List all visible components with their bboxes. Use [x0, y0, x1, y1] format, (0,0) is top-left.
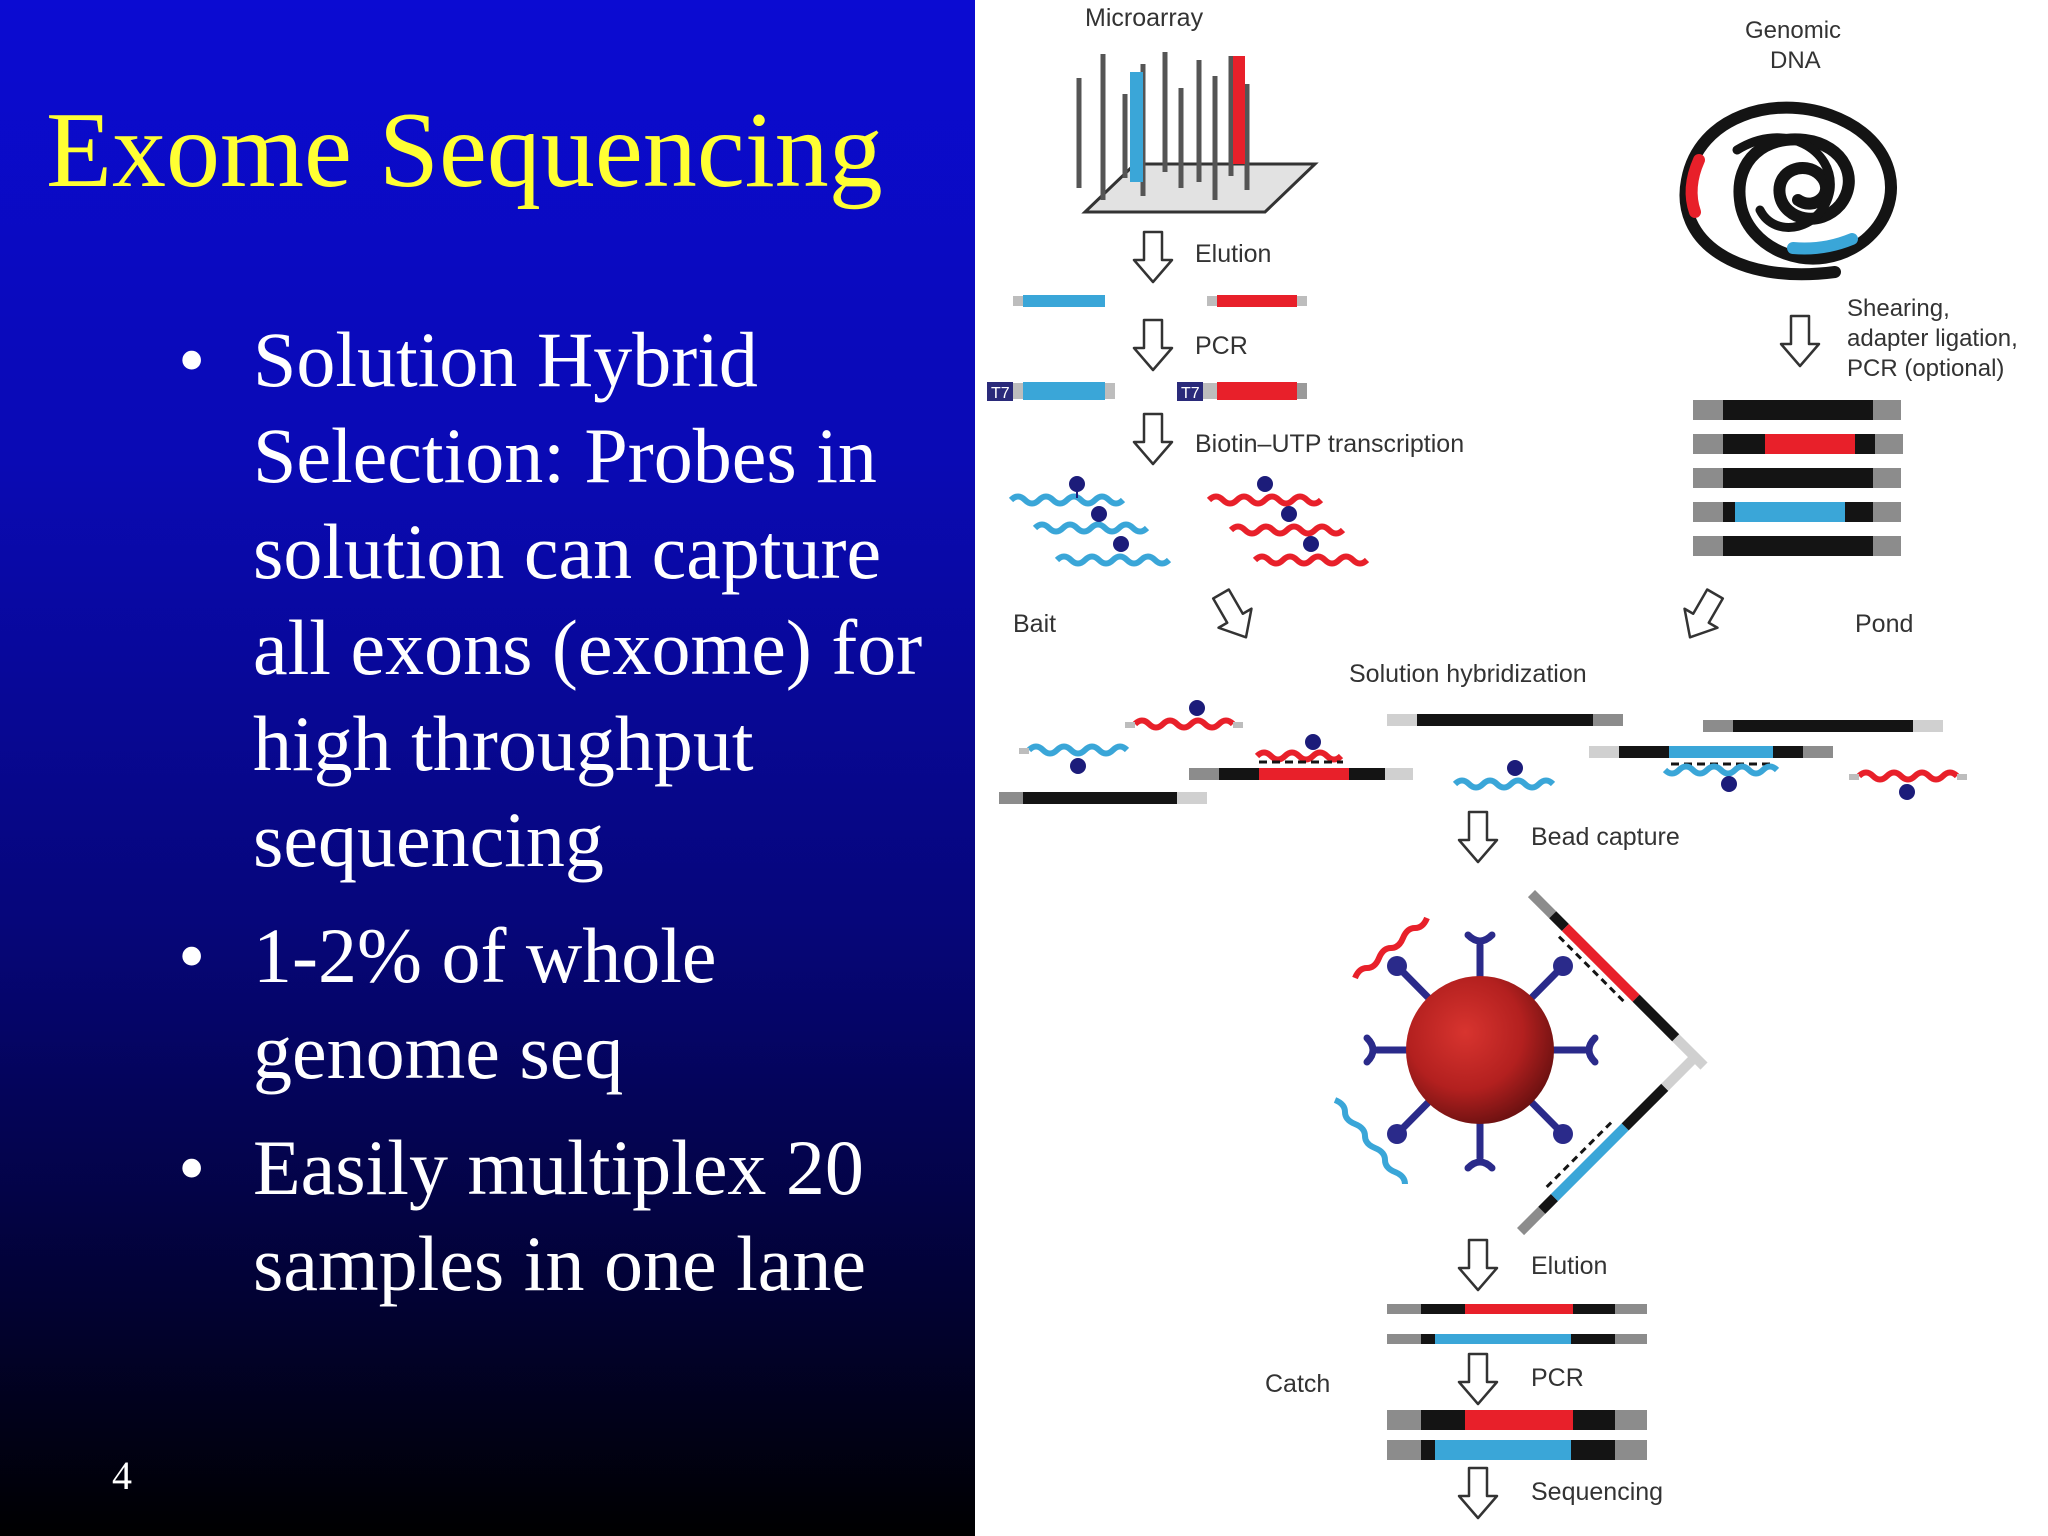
- arrow-pcr-bottom-icon: [1457, 1352, 1499, 1406]
- label-shearing-3: PCR (optional): [1847, 355, 2004, 382]
- arrow-elution-bottom-icon: [1457, 1238, 1499, 1292]
- label-genomic: Genomic: [1745, 17, 1841, 44]
- t7-label: T7: [1181, 385, 1200, 402]
- text-panel: Exome Sequencing • Solution Hybrid Select…: [0, 0, 975, 1536]
- bullet-text: Solution Hybrid Selection: Probes in sol…: [253, 316, 923, 883]
- bait-rna-probes: [1008, 493, 1370, 567]
- bullet-item: • 1-2% of whole genome seq: [0, 908, 975, 1100]
- label-catch: Catch: [1265, 1370, 1330, 1398]
- label-pcr-top: PCR: [1195, 332, 1248, 360]
- bullet-marker: •: [178, 316, 206, 403]
- slide-title: Exome Sequencing: [46, 91, 883, 210]
- arrow-pond-icon: [1672, 583, 1733, 649]
- bullet-text: 1-2% of whole genome seq: [253, 912, 717, 1095]
- biotin-markers: [1069, 476, 1319, 552]
- bullet-item: • Solution Hybrid Selection: Probes in so…: [0, 312, 975, 888]
- exome-capture-diagram: Microarray Genomic DNA: [987, 4, 2018, 1520]
- bullet-marker: •: [178, 1124, 206, 1211]
- label-pond: Pond: [1855, 610, 1913, 638]
- label-bead-capture: Bead capture: [1531, 823, 1680, 851]
- label-microarray: Microarray: [1085, 4, 1204, 32]
- eluted-catch: [1387, 1304, 1647, 1344]
- genomic-dna-coil-icon: [1679, 101, 1897, 281]
- label-elution-bottom: Elution: [1531, 1252, 1607, 1280]
- label-shearing-2: adapter ligation,: [1847, 325, 2018, 352]
- arrow-bait-icon: [1203, 583, 1264, 649]
- label-sequencing: Sequencing: [1531, 1478, 1663, 1506]
- microarray-icon: [1076, 52, 1319, 214]
- arrow-sequencing-icon: [1457, 1466, 1499, 1520]
- slide-number: 4: [112, 1453, 132, 1498]
- amplified-catch: [1387, 1410, 1647, 1460]
- label-bait: Bait: [1013, 610, 1056, 638]
- pond-fragments: [1693, 400, 1903, 556]
- pcr-products-t7: T7 T7: [987, 382, 1307, 402]
- arrow-shearing-icon: [1779, 314, 1821, 368]
- hybridization-mix: [999, 700, 1967, 804]
- label-shearing-1: Shearing,: [1847, 295, 1950, 322]
- eluted-oligos: [1013, 295, 1307, 307]
- bullet-item: • Easily multiplex 20 samples in one lane: [0, 1120, 975, 1312]
- bullet-marker: •: [178, 912, 206, 999]
- arrow-pcr-top-icon: [1132, 318, 1174, 372]
- label-solution-hybridization: Solution hybridization: [1349, 660, 1587, 688]
- label-dna: DNA: [1770, 47, 1821, 74]
- label-pcr-bottom: PCR: [1531, 1364, 1584, 1392]
- streptavidin-bead-icon: [1333, 890, 1708, 1236]
- bullet-list: • Solution Hybrid Selection: Probes in so…: [0, 312, 975, 1332]
- label-elution-top: Elution: [1195, 240, 1271, 268]
- t7-label: T7: [991, 385, 1010, 402]
- arrow-transcription-icon: [1132, 412, 1174, 466]
- arrow-elution-top-icon: [1132, 230, 1174, 284]
- bullet-text: Easily multiplex 20 samples in one lane: [253, 1124, 866, 1307]
- arrow-bead-capture-icon: [1457, 810, 1499, 864]
- label-biotin-transcription: Biotin–UTP transcription: [1195, 430, 1464, 458]
